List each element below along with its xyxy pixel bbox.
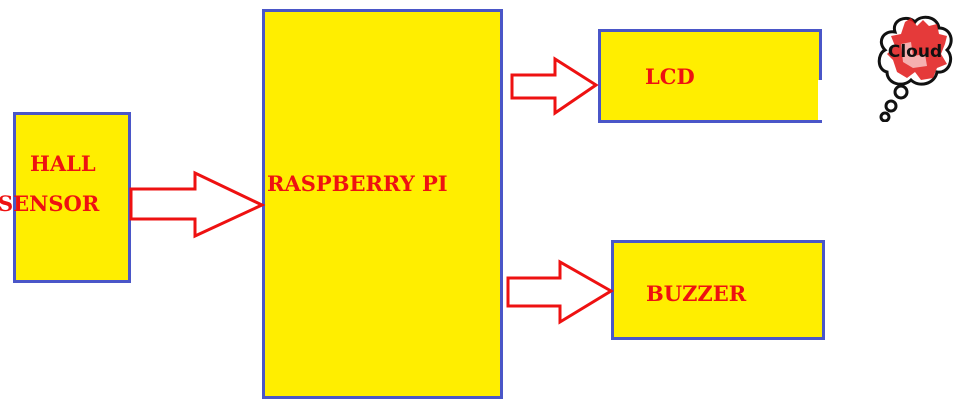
lcd-block bbox=[598, 29, 822, 123]
lcd-label: LCD bbox=[645, 64, 695, 89]
raspberry-pi-label: RASPBERRY PI bbox=[267, 171, 448, 196]
arrow-rpi-to-buzzer bbox=[506, 259, 614, 325]
buzzer-label: BUZZER bbox=[646, 281, 747, 306]
cloud-icon: Cloud bbox=[877, 15, 953, 122]
hall-sensor-label-line2: SENSOR bbox=[0, 191, 100, 216]
hall-sensor-block bbox=[13, 112, 131, 283]
lcd-block-notch bbox=[818, 80, 824, 120]
buzzer-block bbox=[611, 240, 825, 340]
cloud-icon-text: Cloud bbox=[888, 42, 942, 62]
arrow-hall-to-rpi bbox=[129, 170, 266, 239]
arrow-rpi-to-lcd bbox=[510, 56, 599, 116]
raspberry-pi-block bbox=[262, 9, 503, 399]
hall-sensor-label-line1: HALL bbox=[30, 151, 96, 176]
